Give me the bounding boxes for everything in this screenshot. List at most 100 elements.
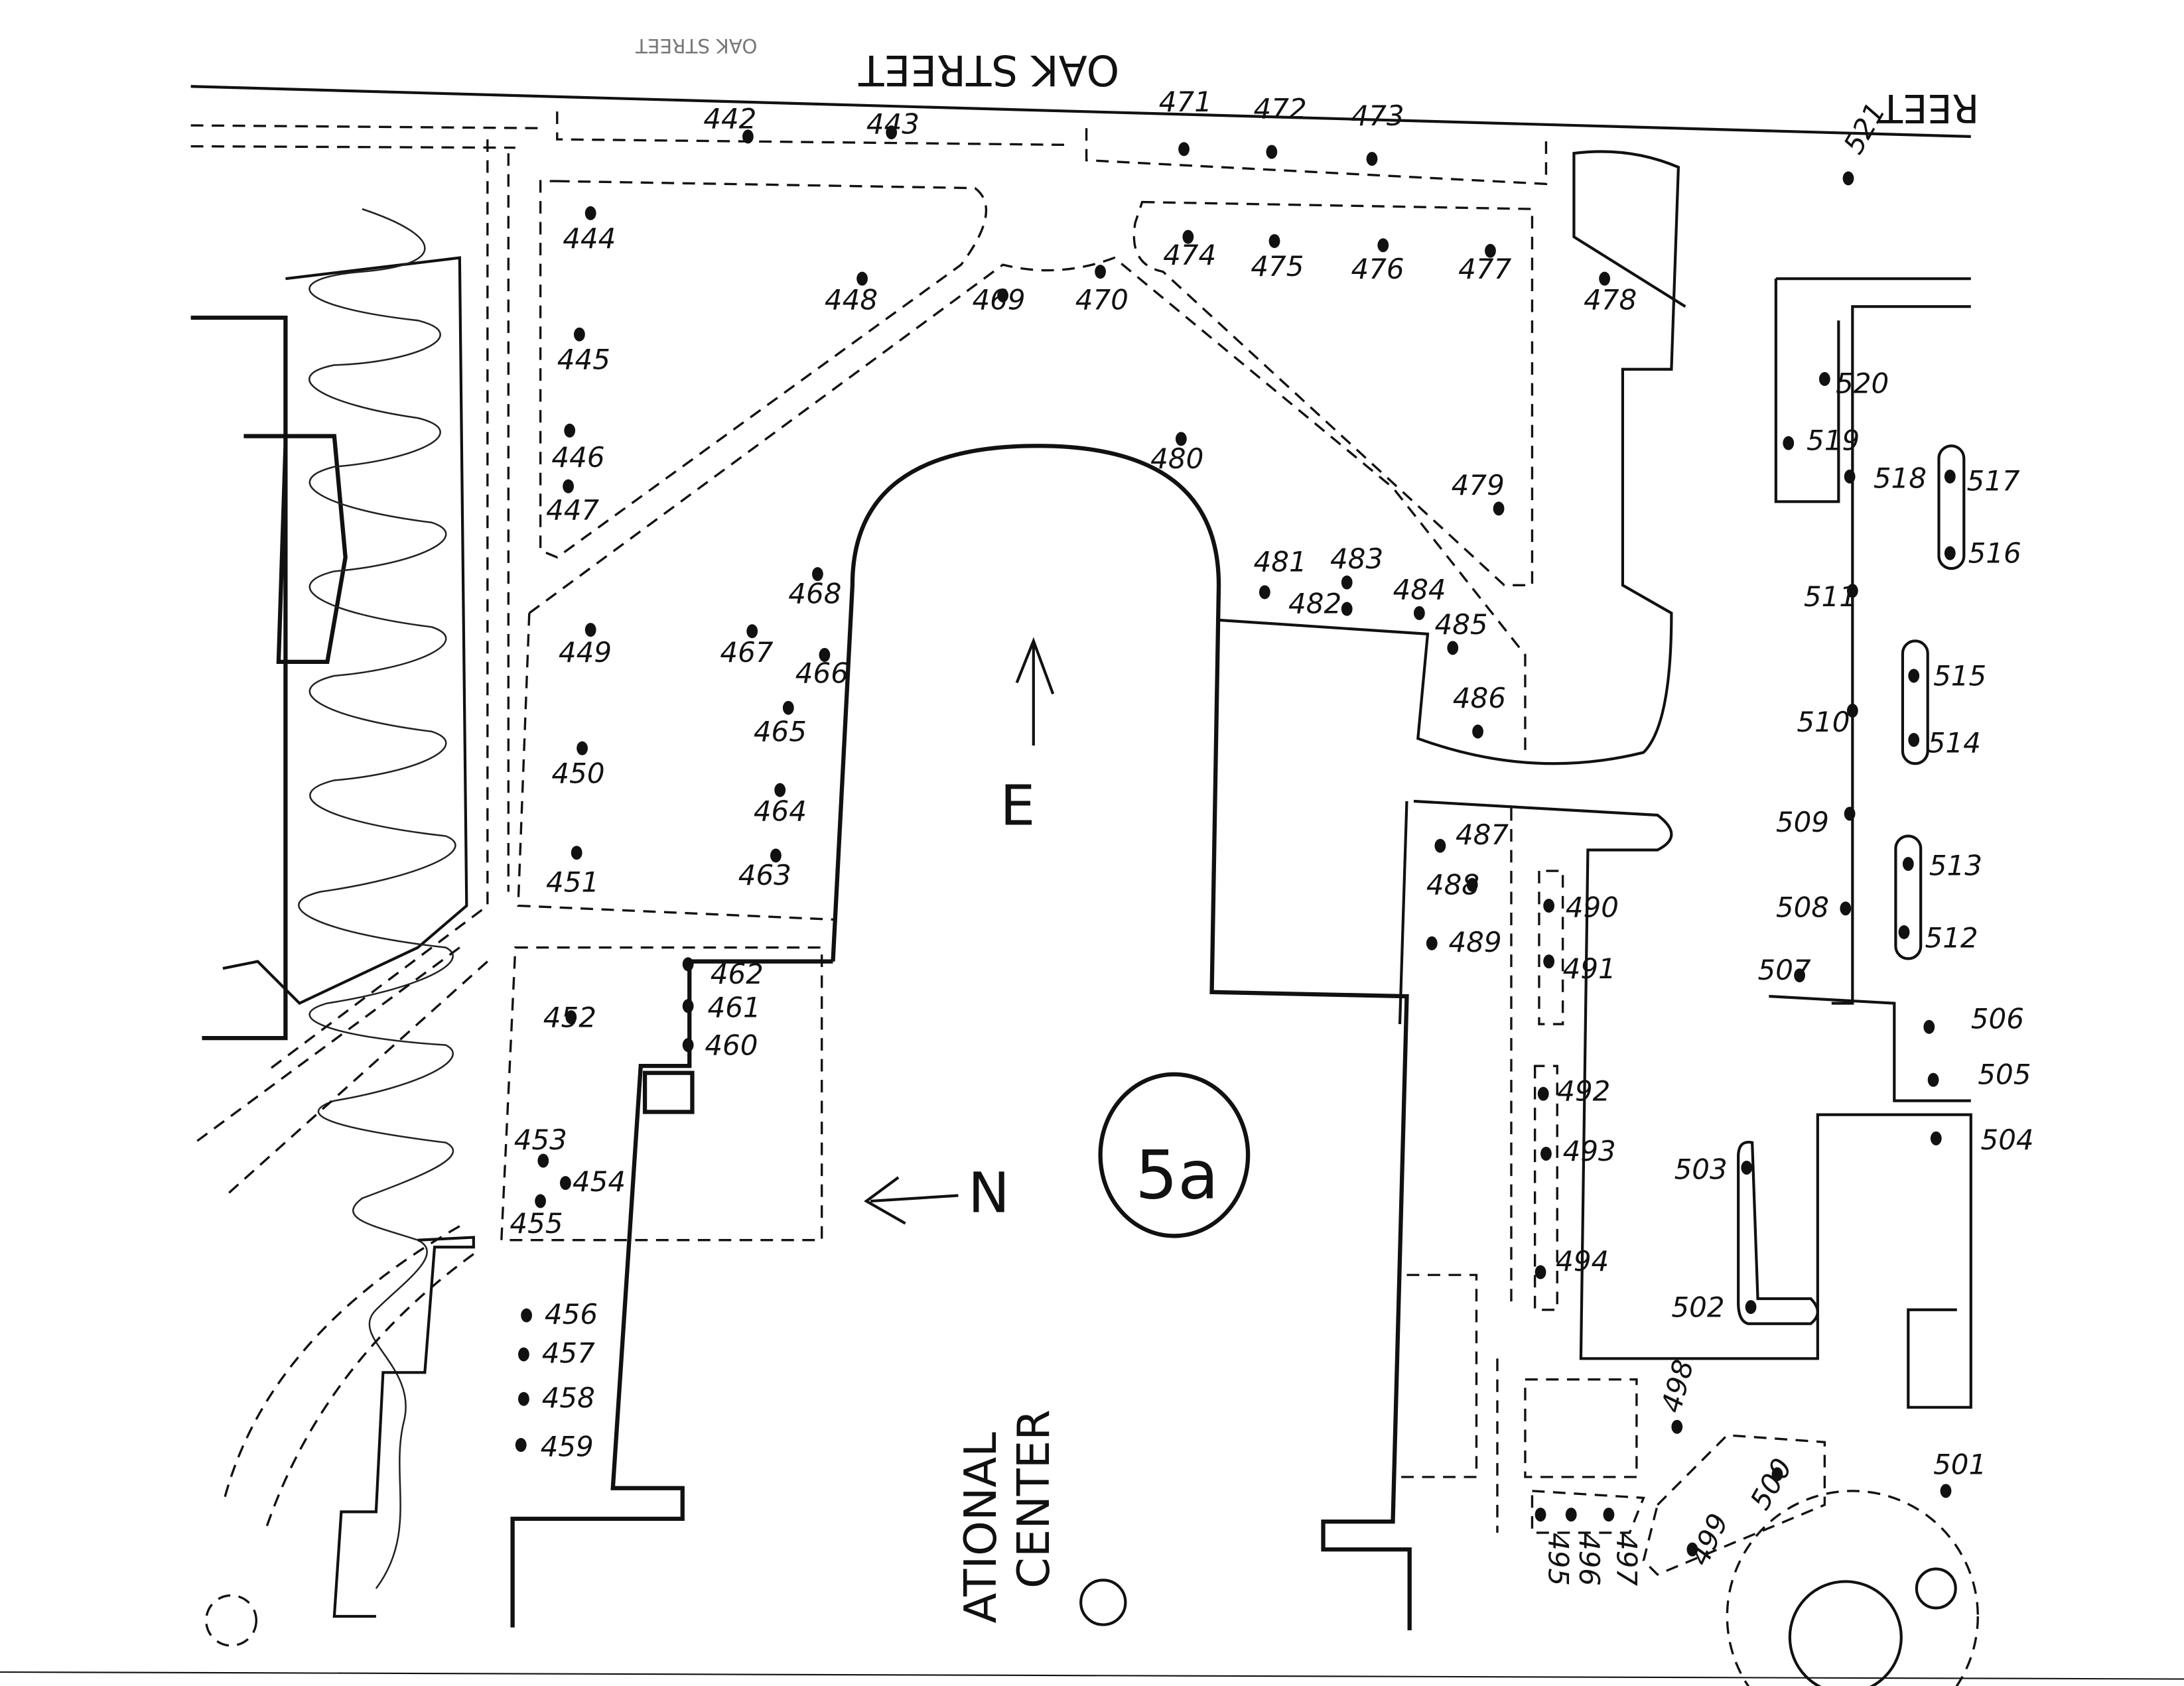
tree-label: 494 <box>1556 1245 1609 1277</box>
park-boundary-right <box>1132 200 1534 587</box>
tree-marker-icon <box>1842 171 1854 186</box>
tree-marker-icon <box>770 848 782 863</box>
tree-marker-icon <box>564 423 576 438</box>
tree-marker-icon <box>563 479 574 493</box>
tree-label: 507 <box>1758 954 1811 986</box>
tree-marker-icon <box>1846 703 1858 718</box>
tree-marker-icon <box>1908 733 1920 747</box>
tree-marker-icon <box>1434 838 1446 853</box>
tree-label: 517 <box>1966 464 2019 497</box>
fountain-circle <box>1726 1490 1979 1686</box>
tree-marker-icon <box>1537 1086 1549 1101</box>
tree-marker-icon <box>997 288 1009 302</box>
tree-label: 467 <box>720 636 773 669</box>
street-edge <box>190 85 1971 138</box>
tree-label: 474 <box>1163 239 1216 271</box>
bollard-3 <box>1915 1567 1957 1610</box>
tree-marker-icon <box>584 206 596 220</box>
tree-marker-icon <box>1543 954 1555 969</box>
tree-marker-icon <box>537 1153 549 1168</box>
tree-label: 469 <box>972 283 1025 316</box>
tree-label: 443 <box>866 108 920 141</box>
tree-marker-icon <box>573 327 585 342</box>
tree-label: 518 <box>1874 462 1927 494</box>
tree-label: 470 <box>1075 283 1128 316</box>
left-stairs <box>332 1236 475 1618</box>
tree-marker-icon <box>1923 1019 1935 1034</box>
tree-marker-icon <box>1175 432 1187 446</box>
bollard-1 <box>205 1594 257 1647</box>
tree-marker-icon <box>1341 602 1353 616</box>
tree-marker-icon <box>1366 151 1378 166</box>
tree-marker-icon <box>782 700 794 715</box>
tree-marker-icon <box>1472 724 1483 739</box>
tree-marker-icon <box>1844 469 1856 484</box>
north-arrow-icon <box>864 1176 959 1225</box>
direction-north: N <box>968 1161 1010 1226</box>
tree-marker-icon <box>1535 1265 1546 1279</box>
tree-marker-icon <box>819 647 831 662</box>
tree-marker-icon <box>1846 584 1858 598</box>
tree-label: 463 <box>738 859 791 891</box>
tree-marker-icon <box>1426 936 1438 950</box>
tree-marker-icon <box>1268 233 1280 248</box>
tree-marker-icon <box>1603 1508 1615 1522</box>
right-walk <box>1398 799 1972 1409</box>
tree-marker-icon <box>1902 857 1914 872</box>
island-503 <box>1737 1140 1819 1325</box>
tree-label: 501 <box>1933 1449 1986 1481</box>
hedge-squiggle <box>298 208 456 1589</box>
tree-label: 478 <box>1584 283 1637 316</box>
tree-label: 461 <box>708 992 761 1024</box>
building-label-line2: CENTER <box>1008 1409 1059 1589</box>
tree-label: 457 <box>542 1337 595 1370</box>
circle-drive <box>222 1225 474 1533</box>
tree-label: 492 <box>1557 1075 1610 1108</box>
tree-label: 509 <box>1776 806 1829 838</box>
tree-marker-icon <box>571 846 582 860</box>
tree-label: 483 <box>1330 543 1383 575</box>
island-513 <box>1894 834 1923 960</box>
tree-label: 445 <box>557 344 610 376</box>
area-label: 5a <box>1135 1136 1219 1214</box>
tree-marker-icon <box>886 125 898 140</box>
tree-marker-icon <box>1898 925 1910 939</box>
street-curb <box>190 111 1548 186</box>
tree-marker-icon <box>1377 238 1389 253</box>
tree-label: 519 <box>1807 424 1860 457</box>
tree-label: 481 <box>1254 545 1307 578</box>
tree-label: 516 <box>1968 537 2021 570</box>
tree-label: 513 <box>1929 849 1982 881</box>
tree-marker-icon <box>535 1194 546 1208</box>
main-building-outline <box>510 444 1412 1630</box>
tree-marker-icon <box>1485 243 1496 258</box>
tree-marker-icon <box>1341 575 1353 590</box>
tree-marker-icon <box>1535 1508 1546 1522</box>
tree-marker-icon <box>1794 968 1805 983</box>
tree-label: 448 <box>825 283 878 316</box>
tree-label: 459 <box>541 1430 594 1462</box>
left-building <box>190 315 348 1041</box>
tree-marker-icon <box>856 271 868 286</box>
tree-label: 479 <box>1452 469 1505 501</box>
tree-marker-icon <box>584 623 596 637</box>
bottom-border <box>0 1671 2184 1680</box>
right-parking <box>1769 277 1971 1102</box>
small-box <box>642 1070 695 1114</box>
tree-label: 495 <box>1542 1533 1575 1586</box>
tree-marker-icon <box>565 1010 577 1025</box>
fountain-inner <box>1788 1580 1903 1686</box>
tree-label: 506 <box>1971 1002 2024 1035</box>
tree-label: 442 <box>703 102 756 135</box>
tree-label: 462 <box>711 958 764 990</box>
tree-label: 468 <box>788 578 841 610</box>
tree-label: 446 <box>551 441 604 474</box>
island-515 <box>1901 639 1929 765</box>
tree-marker-icon <box>682 999 694 1013</box>
tree-marker-icon <box>1540 1146 1552 1161</box>
tree-marker-icon <box>1944 546 1956 560</box>
tree-label: 444 <box>563 222 616 255</box>
tree-label: 465 <box>754 716 807 748</box>
tree-label: 476 <box>1351 253 1404 285</box>
tree-marker-icon <box>1818 371 1830 386</box>
